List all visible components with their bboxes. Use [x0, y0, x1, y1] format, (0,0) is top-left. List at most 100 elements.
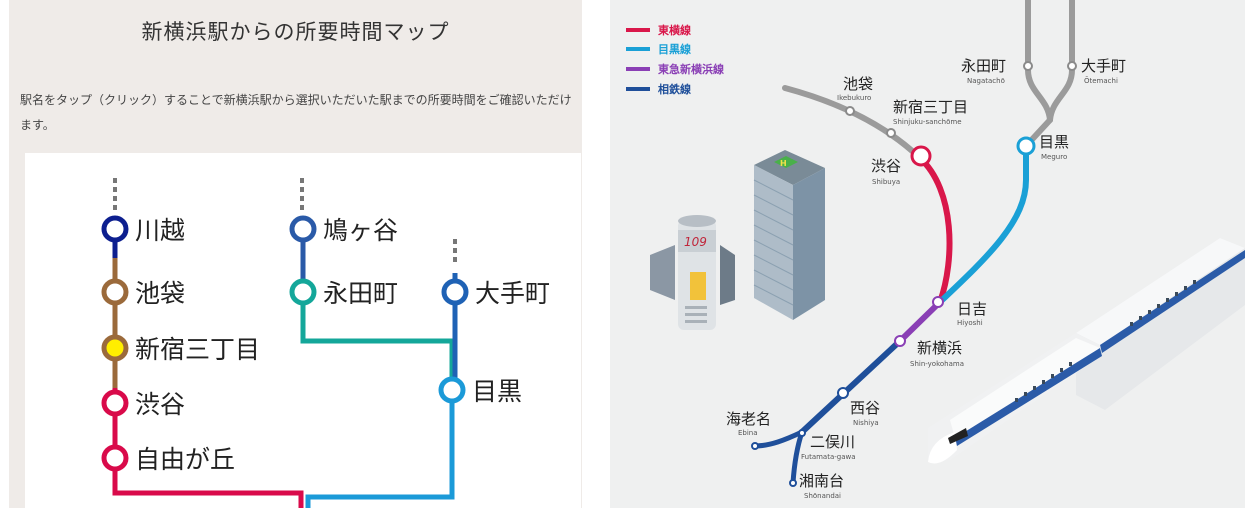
toyoko-line-segment [112, 388, 304, 508]
legend-item-meguro: 目黒線 [626, 42, 691, 56]
station-name: 大手町 [475, 279, 550, 308]
station-jiyugaoka[interactable]: 自由が丘 [101, 444, 235, 474]
legend-item-sotetsu: 相鉄線 [626, 82, 691, 96]
station-name: 永田町 [961, 57, 1006, 75]
gray-line-segment [1047, 0, 1075, 123]
station-name: 川越 [135, 216, 185, 245]
station-ikebukuro[interactable]: 池袋 Ikebukuro [837, 75, 873, 116]
station-name: 大手町 [1081, 57, 1126, 75]
station-marker [798, 429, 806, 437]
station-name-romaji: Ebina [738, 429, 758, 437]
travel-time-map-panel: 新横浜駅からの所要時間マップ 駅名をタップ（クリック）することで新横浜駅から選択… [9, 0, 582, 508]
station-ebina[interactable]: 海老名 Ebina [726, 410, 771, 450]
station-marker [837, 387, 849, 399]
station-name-romaji: Ikebukuro [837, 94, 871, 102]
station-name: 渋谷 [135, 390, 185, 419]
station-marker [1023, 61, 1033, 71]
station-shinjuku-sanchome[interactable]: 新宿三丁目 Shinjuku-sanchōme [886, 98, 968, 138]
meguro-line-segment [305, 378, 455, 508]
station-shibuya[interactable]: 渋谷 Shibuya [871, 145, 932, 186]
sotetsu-line-segment [752, 429, 805, 449]
station-marker [101, 278, 129, 306]
legend-item-shin-yokohama-line: 東急新横浜線 [626, 62, 724, 76]
station-marker [1067, 61, 1077, 71]
legend-item-toyoko: 東横線 [626, 23, 691, 37]
station-nagatacho[interactable]: 永田町 Nagatachō [961, 57, 1033, 85]
station-hatogaya[interactable]: 鳩ヶ谷 [289, 215, 398, 245]
station-nishiya[interactable]: 西谷 Nishiya [837, 387, 880, 427]
tower-building-illustration: H [753, 150, 825, 320]
station-ikebukuro[interactable]: 池袋 [101, 278, 185, 308]
landmark-logo: 109 [684, 235, 707, 249]
station-marker [910, 145, 932, 167]
route-map: 川越 池袋 新宿三丁目 渋谷 自由が丘 鳩ヶ谷 [101, 178, 550, 508]
meguro-line-segment [937, 143, 1029, 305]
station-name: 新横浜 [917, 339, 962, 357]
station-name-romaji: Shōnandai [804, 492, 841, 500]
station-shonandai[interactable]: 湘南台 Shōnandai [789, 472, 844, 500]
station-name-romaji: Hiyoshi [957, 319, 983, 327]
station-marker [289, 278, 317, 306]
station-marker [894, 335, 906, 347]
station-name: 湘南台 [799, 472, 844, 490]
station-shin-yokohama[interactable]: 新横浜 Shin-yokohama [894, 335, 964, 368]
station-marker [441, 278, 469, 306]
station-shibuya[interactable]: 渋谷 [101, 389, 185, 419]
route-illustration: 東横線 目黒線 東急新横浜線 相鉄線 H [626, 0, 1245, 500]
station-nagatacho[interactable]: 永田町 [289, 278, 398, 308]
svg-text:H: H [780, 159, 787, 168]
page-description: 駅名をタップ（クリック）することで新横浜駅から選択いただいた駅までの所要時間をご… [20, 93, 572, 132]
station-marker [751, 442, 759, 450]
station-futamata-gawa[interactable]: 二俣川 Futamata-gawa [798, 429, 856, 461]
station-name: 池袋 [843, 75, 873, 93]
station-name-romaji: Shinjuku-sanchōme [893, 118, 962, 126]
station-name: 新宿三丁目 [893, 98, 968, 116]
station-name-romaji: Nishiya [853, 419, 879, 427]
station-shinjuku-sanchome[interactable]: 新宿三丁目 [101, 334, 260, 364]
station-otemachi[interactable]: 大手町 Ōtemachi [1067, 57, 1126, 85]
station-marker [289, 215, 317, 243]
line-continues-marker [453, 239, 457, 262]
station-name-romaji: Nagatachō [967, 77, 1005, 85]
legend-label: 相鉄線 [658, 82, 691, 96]
station-name: 新宿三丁目 [135, 335, 260, 364]
line-continues-marker [300, 178, 304, 210]
line-legend: 東横線 目黒線 東急新横浜線 相鉄線 [626, 23, 724, 96]
legend-label: 東急新横浜線 [658, 62, 724, 76]
station-name-romaji: Ōtemachi [1084, 76, 1118, 85]
station-name-romaji: Meguro [1041, 153, 1067, 161]
route-map-card: 川越 池袋 新宿三丁目 渋谷 自由が丘 鳩ヶ谷 [25, 153, 581, 508]
page-title: 新横浜駅からの所要時間マップ [141, 20, 450, 44]
station-name: 渋谷 [871, 157, 901, 175]
station-marker [1016, 136, 1036, 156]
gray-line-segment [1025, 0, 1053, 123]
station-hiyoshi[interactable]: 日吉 Hiyoshi [932, 296, 987, 327]
legend-label: 目黒線 [658, 42, 691, 56]
station-name-romaji: Shibuya [872, 178, 900, 186]
station-marker [886, 128, 896, 138]
station-name: 永田町 [323, 279, 398, 308]
station-name: 海老名 [726, 410, 771, 428]
station-marker [101, 444, 129, 472]
station-marker [101, 215, 129, 243]
station-marker [932, 296, 944, 308]
bullet-train-illustration [928, 238, 1245, 464]
station-name: 目黒 [1039, 133, 1069, 151]
shin-yokohama-line-segment [897, 299, 943, 344]
station-marker [101, 389, 129, 417]
station-name: 西谷 [850, 399, 880, 417]
hanzomon-line-segment [300, 283, 455, 378]
station-name: 目黒 [472, 377, 522, 406]
line-continues-marker [113, 178, 117, 210]
station-meguro[interactable]: 目黒 Meguro [1016, 133, 1069, 161]
shibuya-109-building-illustration: 109 [650, 215, 735, 330]
station-name: 自由が丘 [135, 445, 235, 474]
station-marker [438, 376, 466, 404]
station-name-romaji: Shin-yokohama [910, 360, 964, 368]
station-name: 二俣川 [810, 433, 855, 451]
toyoko-line-segment [917, 155, 953, 305]
station-otemachi[interactable]: 大手町 [441, 278, 550, 308]
station-kawagoe[interactable]: 川越 [101, 215, 185, 245]
station-meguro[interactable]: 目黒 [438, 376, 522, 406]
station-name: 日吉 [957, 300, 987, 318]
